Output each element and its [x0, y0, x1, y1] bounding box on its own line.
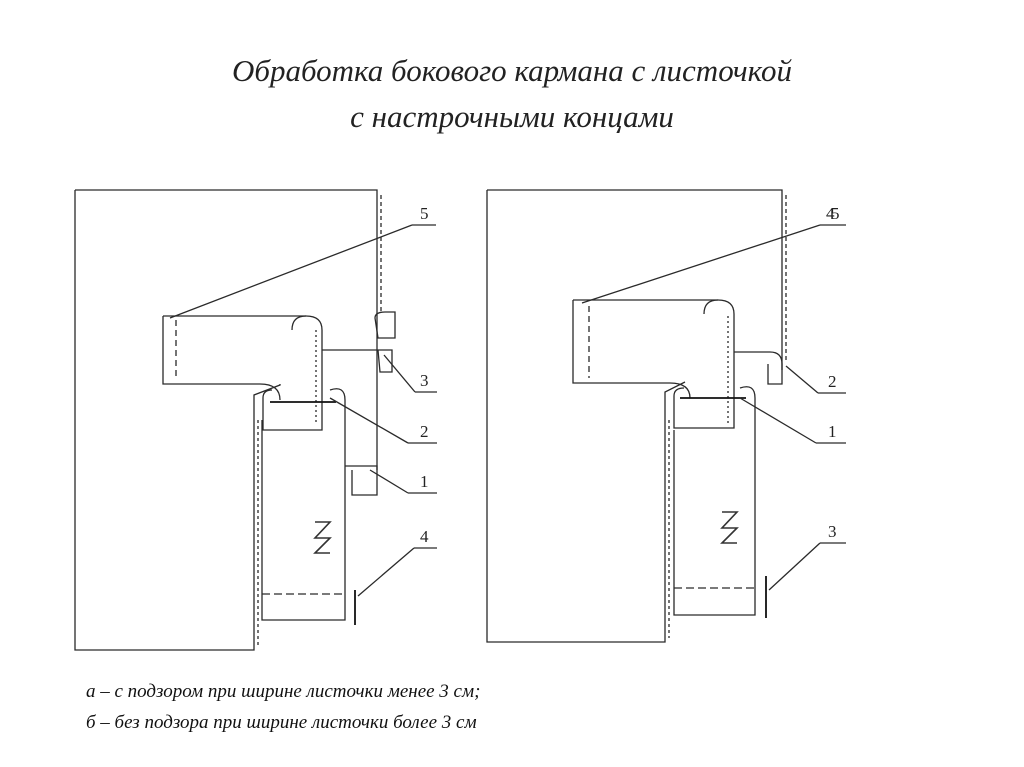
facing-b — [734, 351, 783, 385]
callout-a-4: 4 — [420, 527, 429, 546]
leader-1-b — [739, 397, 817, 444]
figure-caption: а – с подзором при ширине листочки менее… — [86, 676, 480, 738]
facing-small-a — [374, 311, 396, 373]
leader-5-a — [169, 224, 413, 319]
welt-strip-a — [262, 315, 323, 431]
leader-2-b — [785, 365, 819, 394]
welt-strip-b — [673, 299, 735, 429]
callout-b-2: 2 — [828, 372, 837, 391]
leader-3-b — [768, 542, 821, 591]
callout-b-4: 4 — [826, 204, 835, 223]
pocket-bag-b — [673, 386, 756, 616]
welt-b — [572, 299, 718, 399]
callout-a-2: 2 — [420, 422, 429, 441]
callout-a-1: 1 — [420, 472, 429, 491]
facing-a — [322, 349, 378, 496]
figure-b: 4 5 2 1 3 — [486, 189, 846, 643]
leader-5-b — [581, 224, 821, 304]
callout-b-1: 1 — [828, 422, 837, 441]
zigzag-mark-b — [720, 511, 739, 544]
figure-a: 5 3 2 1 4 — [74, 189, 437, 651]
leader-4-a — [357, 547, 415, 597]
diagram-title: Обработка бокового кармана с листочкой с… — [0, 48, 1024, 140]
callout-a-5: 5 — [420, 204, 429, 223]
callout-b-5: 5 — [831, 204, 840, 223]
title-line-2: с настрочными концами — [350, 99, 674, 134]
garment-panel-b — [486, 189, 783, 643]
title-line-1: Обработка бокового кармана с листочкой — [232, 53, 792, 88]
leader-2-a — [329, 397, 409, 444]
garment-panel-a — [74, 189, 378, 651]
pocket-bag-a — [261, 388, 346, 621]
welt-a — [162, 315, 306, 401]
callout-a-3: 3 — [420, 371, 429, 390]
leader-1-a — [369, 469, 409, 494]
leader-3-a — [383, 354, 416, 393]
zigzag-mark-a — [313, 521, 332, 554]
caption-line-a: а – с подзором при ширине листочки менее… — [86, 681, 481, 702]
callout-b-3: 3 — [828, 522, 837, 541]
caption-line-b: б – без подзора при ширине листочки боле… — [86, 712, 477, 733]
